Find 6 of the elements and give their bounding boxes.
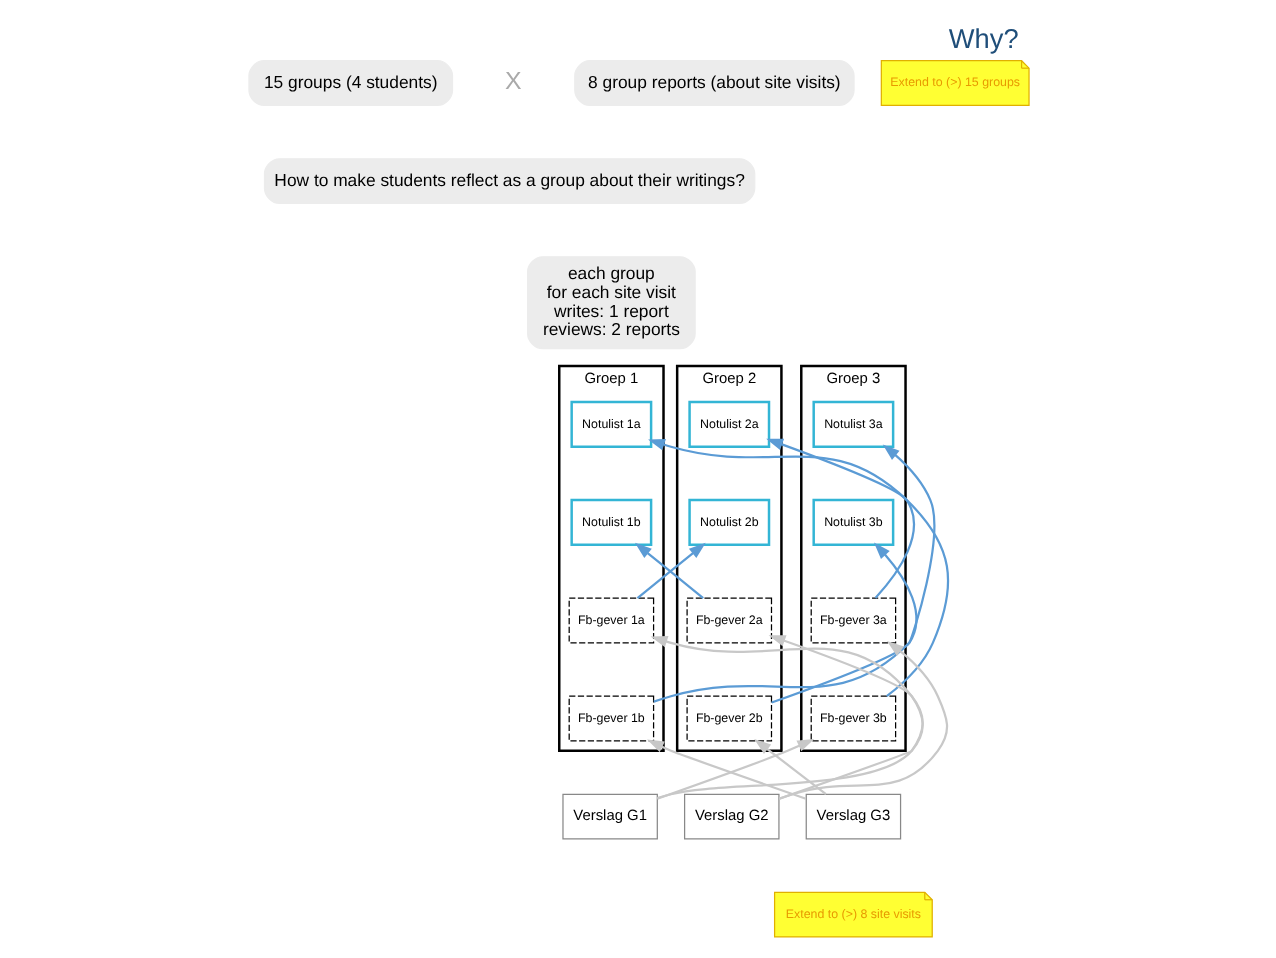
diagram-title: Why? — [947, 23, 1018, 54]
arrow — [765, 438, 915, 599]
label: X — [504, 67, 521, 96]
arrow — [777, 641, 948, 800]
arrow — [753, 738, 826, 796]
arrow — [770, 542, 917, 704]
